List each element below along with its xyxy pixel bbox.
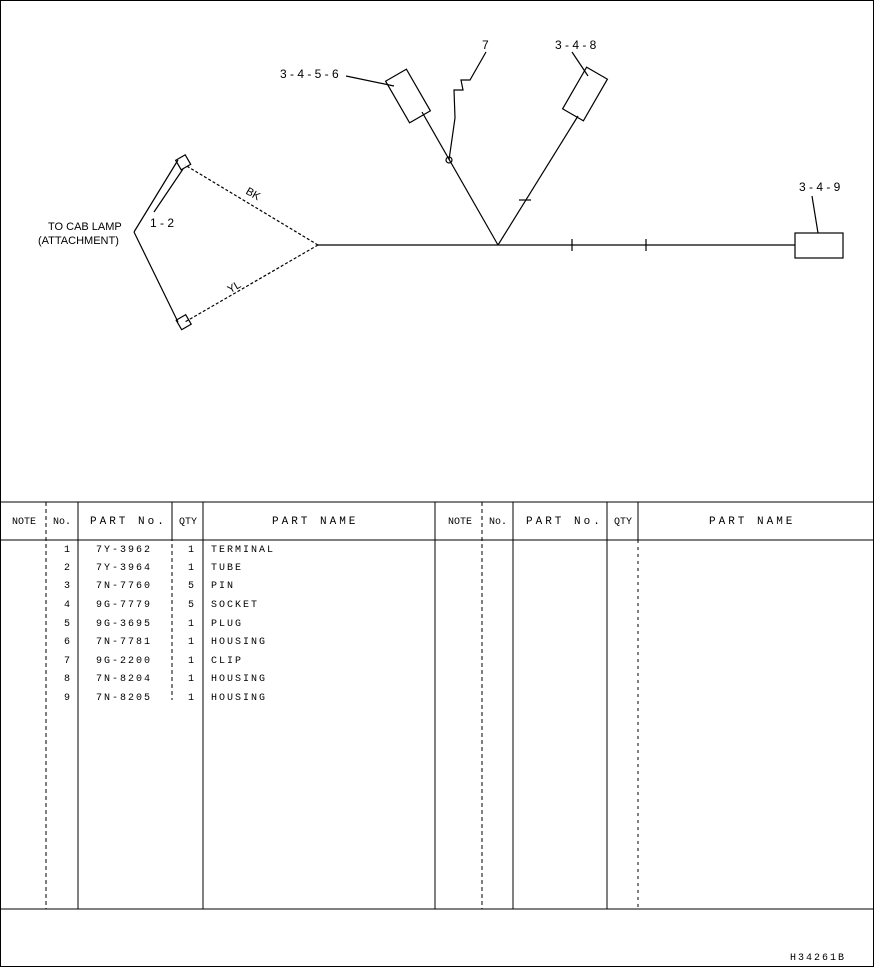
table-row: 9 7N-8205 1 HOUSING [64, 693, 267, 704]
table-row: 6 7N-7781 1 HOUSING [64, 637, 267, 648]
row-qty: 1 [188, 674, 196, 685]
label-wire-yl: YL [226, 279, 244, 296]
row-part-no: 9G-3695 [96, 619, 152, 630]
terminal-lower [175, 313, 193, 331]
row-no: 8 [64, 674, 72, 685]
row-part-no: 7N-8204 [96, 674, 152, 685]
table-row: 5 9G-3695 1 PLUG [64, 619, 243, 630]
row-no: 7 [64, 656, 72, 667]
connector-3-4-9 [794, 232, 844, 259]
wire-yl [184, 244, 319, 323]
terminal-upper [174, 153, 192, 171]
header-part-no-left: PART No. [90, 516, 167, 528]
leader-3-4-8 [571, 51, 589, 77]
cab-lamp-lead-lower [133, 231, 179, 323]
header-no-right: No. [489, 517, 507, 528]
label-to-cab-lamp: TO CAB LAMP [48, 221, 122, 233]
label-attachment: (ATTACHMENT) [38, 235, 119, 247]
table-row: 7 9G-2200 1 CLIP [64, 656, 243, 667]
row-part-no: 7Y-3964 [96, 563, 152, 574]
table-row: 8 7N-8204 1 HOUSING [64, 674, 267, 685]
row-qty: 1 [188, 637, 196, 648]
header-part-name-right: PART NAME [709, 516, 795, 528]
row-part-no: 7N-7760 [96, 581, 152, 592]
row-part-name: SOCKET [211, 600, 259, 611]
row-part-no: 9G-7779 [96, 600, 152, 611]
row-qty: 5 [188, 581, 196, 592]
leader-7 [448, 51, 487, 161]
row-no: 5 [64, 619, 72, 630]
label-wire-bk: BK [243, 185, 262, 203]
label-ref-1-2: 1 - 2 [150, 216, 174, 230]
row-qty: 1 [188, 545, 196, 556]
row-part-no: 9G-2200 [96, 656, 152, 667]
row-no: 1 [64, 545, 72, 556]
header-part-name-left: PART NAME [272, 516, 358, 528]
table-row: 4 9G-7779 5 SOCKET [64, 600, 259, 611]
branch-3-4-8 [497, 115, 579, 246]
header-note-right: NOTE [448, 517, 472, 528]
header-note-left: NOTE [12, 517, 36, 528]
branch-3-4-5-6 [421, 111, 499, 246]
leader-3-4-5-6 [345, 75, 395, 87]
header-no-left: No. [53, 517, 71, 528]
parts-rows: 1 7Y-3962 1 TERMINAL 2 7Y-3964 1 TUBE 3 … [64, 545, 275, 704]
table-row: 3 7N-7760 5 PIN [64, 581, 235, 592]
row-no: 9 [64, 693, 72, 704]
row-part-no: 7Y-3962 [96, 545, 152, 556]
row-qty: 1 [188, 619, 196, 630]
row-no: 3 [64, 581, 72, 592]
leader-3-4-9 [811, 195, 819, 234]
wire-bk [184, 164, 319, 246]
table-row: 2 7Y-3964 1 TUBE [64, 563, 243, 574]
row-part-name: PLUG [211, 619, 243, 630]
row-qty: 1 [188, 563, 196, 574]
row-part-name: CLIP [211, 656, 243, 667]
row-part-name: HOUSING [211, 674, 267, 685]
row-part-name: TERMINAL [211, 545, 275, 556]
row-part-no: 7N-7781 [96, 637, 152, 648]
label-ref-3-4-5-6: 3 - 4 - 5 - 6 [280, 67, 339, 81]
header-qty-right: QTY [614, 517, 632, 528]
row-part-name: HOUSING [211, 693, 267, 704]
connector-3-4-8 [561, 66, 609, 122]
row-qty: 1 [188, 656, 196, 667]
row-part-no: 7N-8205 [96, 693, 152, 704]
row-qty: 5 [188, 600, 196, 611]
row-no: 6 [64, 637, 72, 648]
row-qty: 1 [188, 693, 196, 704]
row-part-name: PIN [211, 581, 235, 592]
table-row: 1 7Y-3962 1 TERMINAL [64, 545, 275, 556]
label-ref-3-4-8: 3 - 4 - 8 [555, 38, 597, 52]
header-part-no-right: PART No. [526, 516, 603, 528]
label-ref-3-4-9: 3 - 4 - 9 [799, 180, 841, 194]
row-part-name: HOUSING [211, 637, 267, 648]
row-part-name: TUBE [211, 563, 243, 574]
parts-table-grid [0, 501, 874, 910]
row-no: 2 [64, 563, 72, 574]
connector-3-4-5-6 [384, 68, 432, 124]
label-ref-7: 7 [482, 38, 489, 52]
row-no: 4 [64, 600, 72, 611]
cab-lamp-lead-upper [133, 159, 179, 233]
leader-1-2 [153, 168, 184, 213]
drawing-code: H34261B [790, 953, 846, 964]
header-qty-left: QTY [179, 517, 197, 528]
